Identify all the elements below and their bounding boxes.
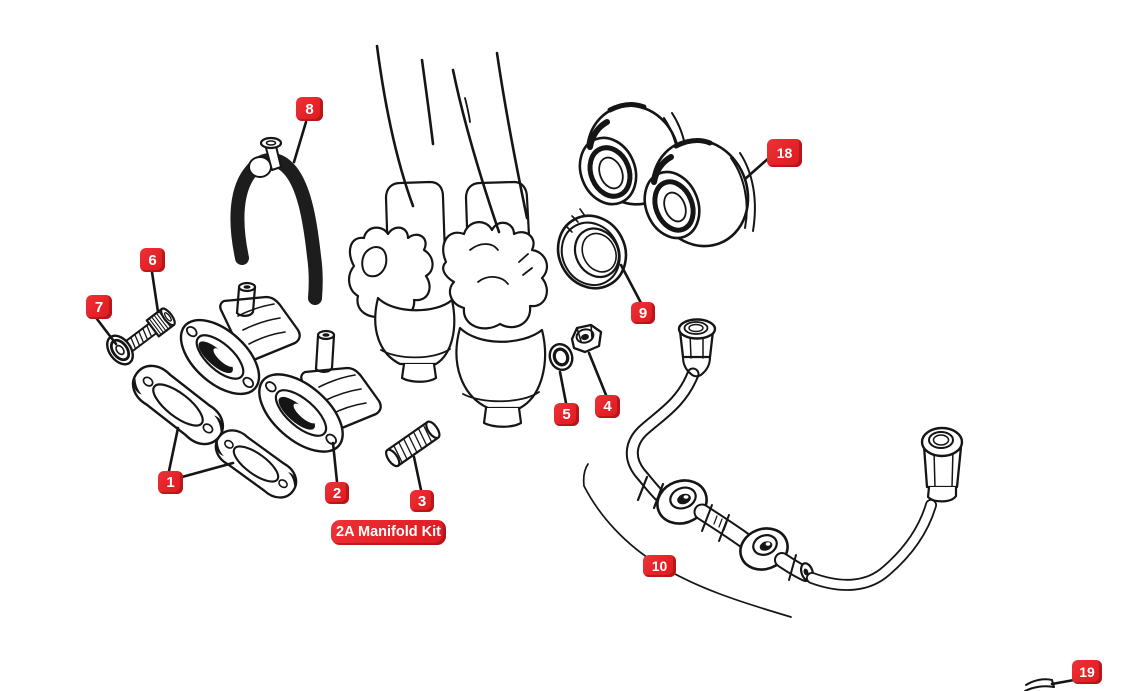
leader-lines: [95, 120, 1076, 686]
callout-badge-1[interactable]: 1: [158, 471, 183, 494]
manifold-adapter-b-drawing: [258, 329, 382, 453]
washer-5-drawing: [548, 343, 574, 371]
callout-badge-6[interactable]: 6: [140, 248, 165, 272]
callout-badge-10[interactable]: 10: [643, 555, 676, 577]
fuel-pipe-drawing: [625, 318, 964, 591]
hose-grommet: [248, 156, 272, 178]
stud-b: [314, 333, 336, 373]
vent-fitting-flange: [259, 136, 283, 150]
pipe-bracket-curve: [582, 463, 792, 618]
stud-3-drawing: [385, 420, 441, 468]
callout-badge-8[interactable]: 8: [296, 97, 323, 121]
breather-hose-drawing: [230, 136, 323, 305]
stud-a: [235, 285, 257, 317]
manifold-kit-label[interactable]: 2A Manifold Kit: [331, 520, 446, 545]
callout-badge-7[interactable]: 7: [86, 295, 112, 319]
corner-part-drawing: [1024, 678, 1055, 691]
callout-badge-5[interactable]: 5: [554, 403, 579, 426]
nut-drawing: [570, 323, 603, 354]
manifold-adapter-a-drawing: [179, 281, 301, 396]
coupling-pair-drawing: [578, 102, 756, 248]
intake-pipes-drawing: [375, 44, 529, 234]
callout-badge-9[interactable]: 9: [631, 302, 655, 324]
seal-ring-hatching: [565, 208, 586, 233]
gasket-2-drawing: [214, 429, 298, 499]
callout-badge-2[interactable]: 2: [325, 482, 349, 504]
callout-badge-4[interactable]: 4: [595, 395, 620, 418]
callout-badge-18[interactable]: 18: [767, 139, 802, 167]
seal-ring-drawing: [556, 214, 628, 290]
callout-badge-3[interactable]: 3: [410, 490, 434, 512]
callout-badge-19[interactable]: 19: [1072, 660, 1102, 684]
carburetor-drawing: [348, 180, 549, 428]
